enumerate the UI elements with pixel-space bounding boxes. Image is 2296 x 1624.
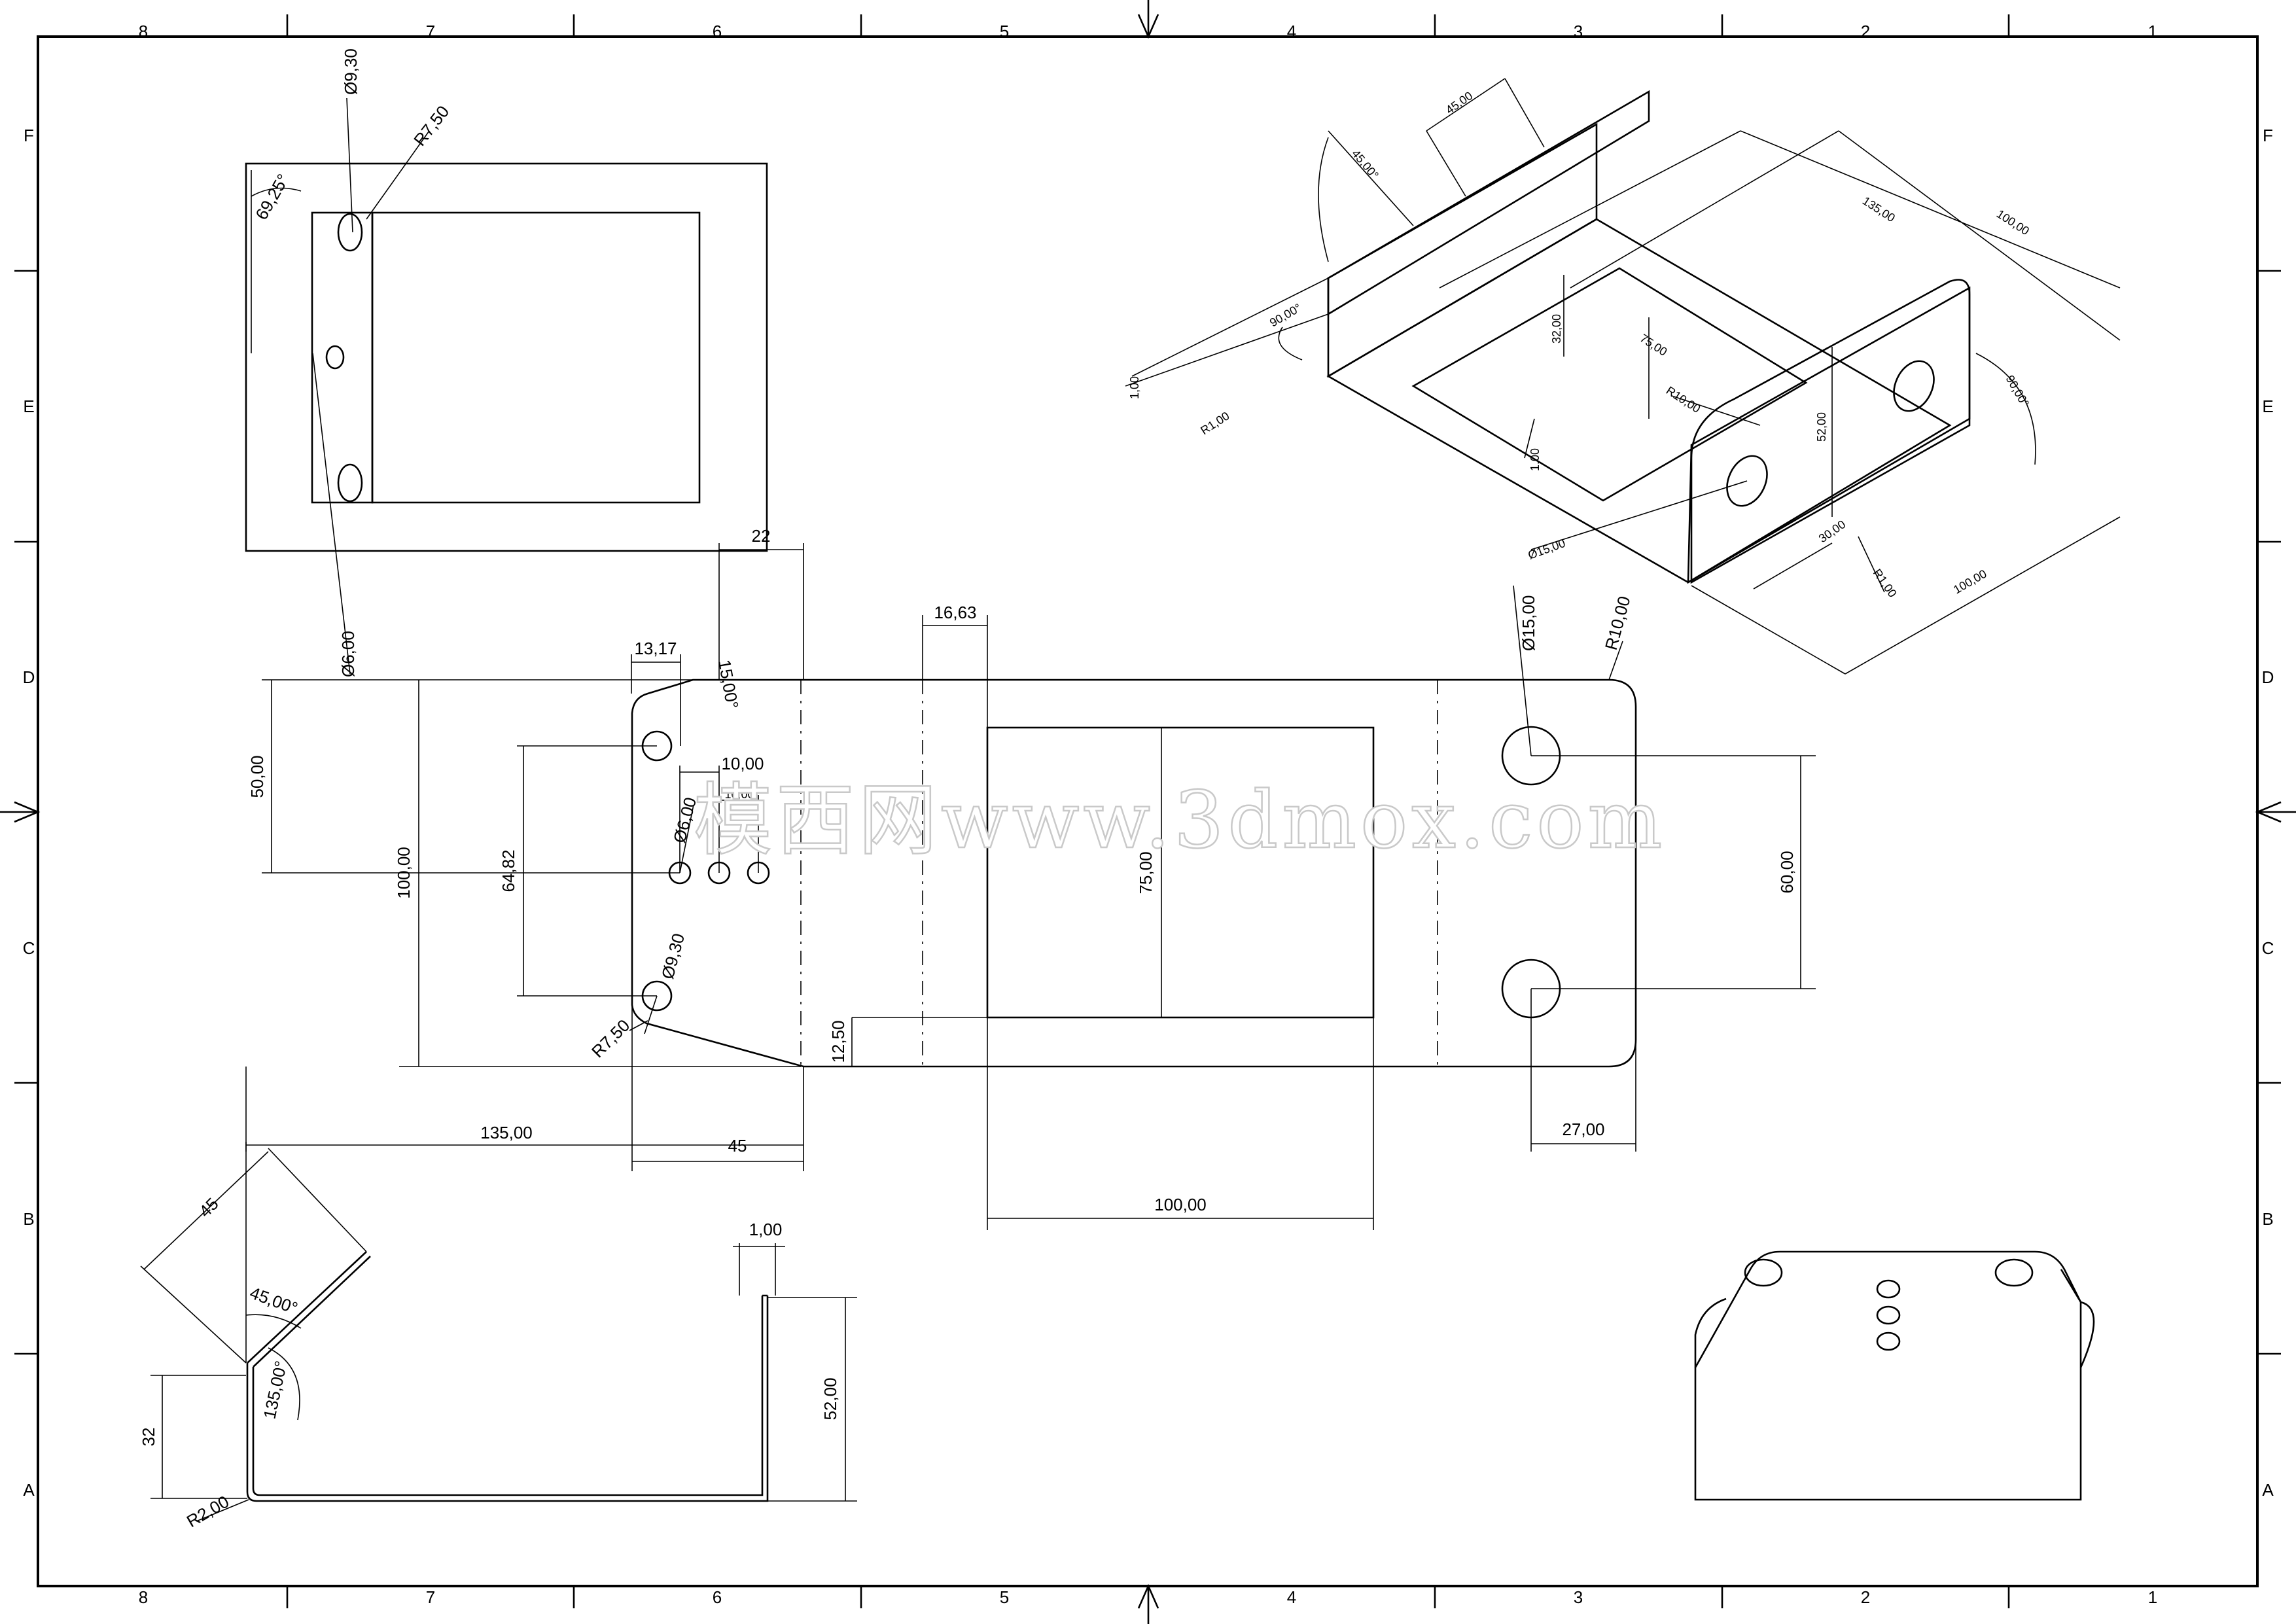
svg-text:F: F [24,126,34,145]
svg-text:5: 5 [1000,22,1009,41]
iso-dim-d15: Ø15,00 [1527,537,1567,562]
svg-text:3: 3 [1574,22,1583,41]
dim-45: 45 [728,1136,747,1156]
dim-52-side: 52,00 [821,1377,840,1420]
dim-ang135-side: 135,00° [260,1359,291,1421]
svg-text:7: 7 [426,22,435,41]
iso-dim-r1a: R1,00 [1198,409,1231,437]
iso-dim-30: 30,00 [1816,518,1848,545]
svg-text:C: C [23,938,35,958]
svg-text:6: 6 [713,1587,722,1607]
dim-75: 75,00 [1136,851,1156,894]
dim-10-a: 10,00 [721,754,764,773]
dim-ang-15: 15,00° [715,658,743,711]
dim-27: 27,00 [1562,1120,1604,1139]
svg-text:C: C [2262,938,2274,958]
dim-ang-6925: 69,25° [251,171,293,223]
svg-text:E: E [2262,397,2273,416]
iso-dim-52: 52,00 [1815,412,1828,442]
iso-dim-32: 32,00 [1550,314,1563,344]
svg-text:D: D [2262,667,2274,687]
iso-dim-135: 135,00 [1860,194,1898,225]
svg-text:1: 1 [2148,22,2157,41]
top-view: Ø9,30 R7,50 69,25° Ø6,00 [245,48,768,677]
svg-text:D: D [23,667,35,687]
dim-1250: 12,50 [828,1020,848,1063]
iso-dim-100a: 100,00 [1994,207,2032,238]
zone-labels: 8 7 6 5 4 3 2 1 8 7 6 5 4 3 2 1 F E D C … [23,22,2274,1607]
svg-text:F: F [2263,126,2273,145]
side-view: 45 45,00° 135,00° 32 R2,00 1,00 52,00 [139,1142,857,1531]
svg-text:B: B [2262,1209,2273,1229]
dim-10-b: 10,00 [724,788,754,801]
iso-dim-45: 45,00 [1443,89,1475,116]
dim-1663: 16,63 [934,603,976,622]
dim-100-w: 100,00 [1154,1195,1207,1214]
dim-1317: 13,17 [634,639,677,658]
dim-100-h: 100,00 [394,847,414,899]
svg-text:3: 3 [1574,1587,1583,1607]
iso-dim-r10: R10,00 [1664,384,1703,415]
svg-text:5: 5 [1000,1587,1009,1607]
svg-text:7: 7 [426,1587,435,1607]
svg-text:8: 8 [139,1587,148,1607]
svg-text:2: 2 [1861,1587,1870,1607]
front-view [1694,1250,2095,1501]
dim-r750: R7,50 [588,1015,633,1061]
isometric-view: 45,00 45,00° 135,00 100,00 90,00° 1,00 3… [1125,78,2121,675]
dim-6482: 64,82 [499,849,518,892]
dim-1-side: 1,00 [749,1220,783,1239]
svg-text:4: 4 [1287,1587,1296,1607]
dim-d600-top: Ø6,00 [338,631,358,677]
iso-dim-75: 75,00 [1638,332,1670,359]
dim-32-side: 32 [139,1428,158,1447]
iso-dim-t1a: 1,00 [1128,376,1141,399]
dim-r750-top: R7,50 [410,102,453,150]
dim-d930-top: Ø9,30 [341,48,361,95]
iso-dim-t1b: 1,00 [1528,448,1542,471]
svg-text:B: B [23,1209,34,1229]
svg-text:8: 8 [139,22,148,41]
iso-dim-a90b: 90,00° [2004,373,2032,409]
dim-d930: Ø9,30 [658,931,688,981]
svg-text:4: 4 [1287,22,1296,41]
dim-d15: Ø15,00 [1519,595,1538,651]
dim-50: 50,00 [247,755,267,798]
svg-text:2: 2 [1861,22,1870,41]
svg-text:A: A [2262,1480,2274,1500]
dim-r2-side: R2,00 [183,1492,232,1532]
svg-text:6: 6 [713,22,722,41]
flat-pattern: 22 13,17 15,00° 16,63 50,00 100,00 64,82… [245,526,1816,1230]
dim-60: 60,00 [1777,851,1797,893]
svg-text:A: A [23,1480,35,1500]
svg-text:E: E [23,397,34,416]
iso-dim-100b: 100,00 [1951,567,1989,597]
dim-ang45-side: 45,00° [247,1282,300,1318]
watermark: 模西网www.3dmox.com [694,775,1666,866]
dim-r10: R10,00 [1601,594,1634,652]
dim-22: 22 [752,526,771,546]
svg-text:1: 1 [2148,1587,2157,1607]
dim-135: 135,00 [480,1123,533,1142]
iso-dim-a45: 45,00° [1349,147,1381,182]
iso-dim-r1b: R1,00 [1871,567,1899,600]
